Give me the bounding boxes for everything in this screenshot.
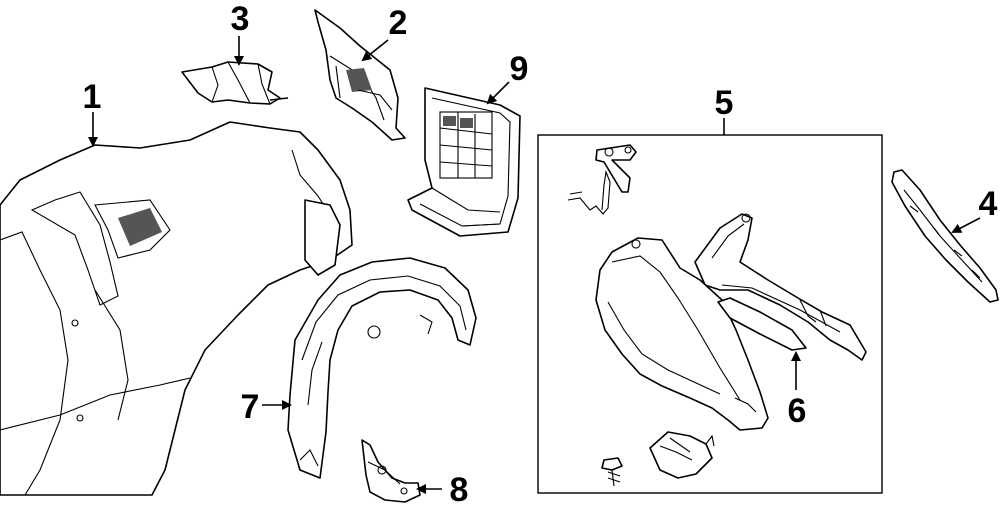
callout-6: 6 — [788, 392, 807, 430]
quarter-panel — [0, 121, 353, 496]
seal-strip — [891, 169, 999, 303]
upper-bracket — [181, 61, 289, 105]
fuel-door-assembly — [567, 144, 867, 487]
leader-2 — [361, 39, 389, 62]
leader-lines — [88, 36, 981, 494]
leader-9 — [486, 81, 510, 105]
fuel-door-box — [537, 134, 883, 494]
callout-2: 2 — [389, 4, 408, 42]
callout-1: 1 — [83, 78, 102, 116]
callout-7: 7 — [241, 388, 260, 426]
callout-8: 8 — [450, 471, 469, 507]
callout-3: 3 — [231, 0, 250, 38]
callout-9: 9 — [510, 50, 529, 88]
callout-4: 4 — [979, 185, 998, 223]
wheel-house-liner — [287, 257, 477, 479]
callout-5: 5 — [715, 84, 734, 122]
leader-4 — [951, 217, 981, 233]
liner-bracket — [361, 439, 421, 503]
callout-labels: 1 2 3 4 5 6 7 8 9 — [83, 0, 998, 507]
pressure-relief-vent — [407, 87, 521, 237]
